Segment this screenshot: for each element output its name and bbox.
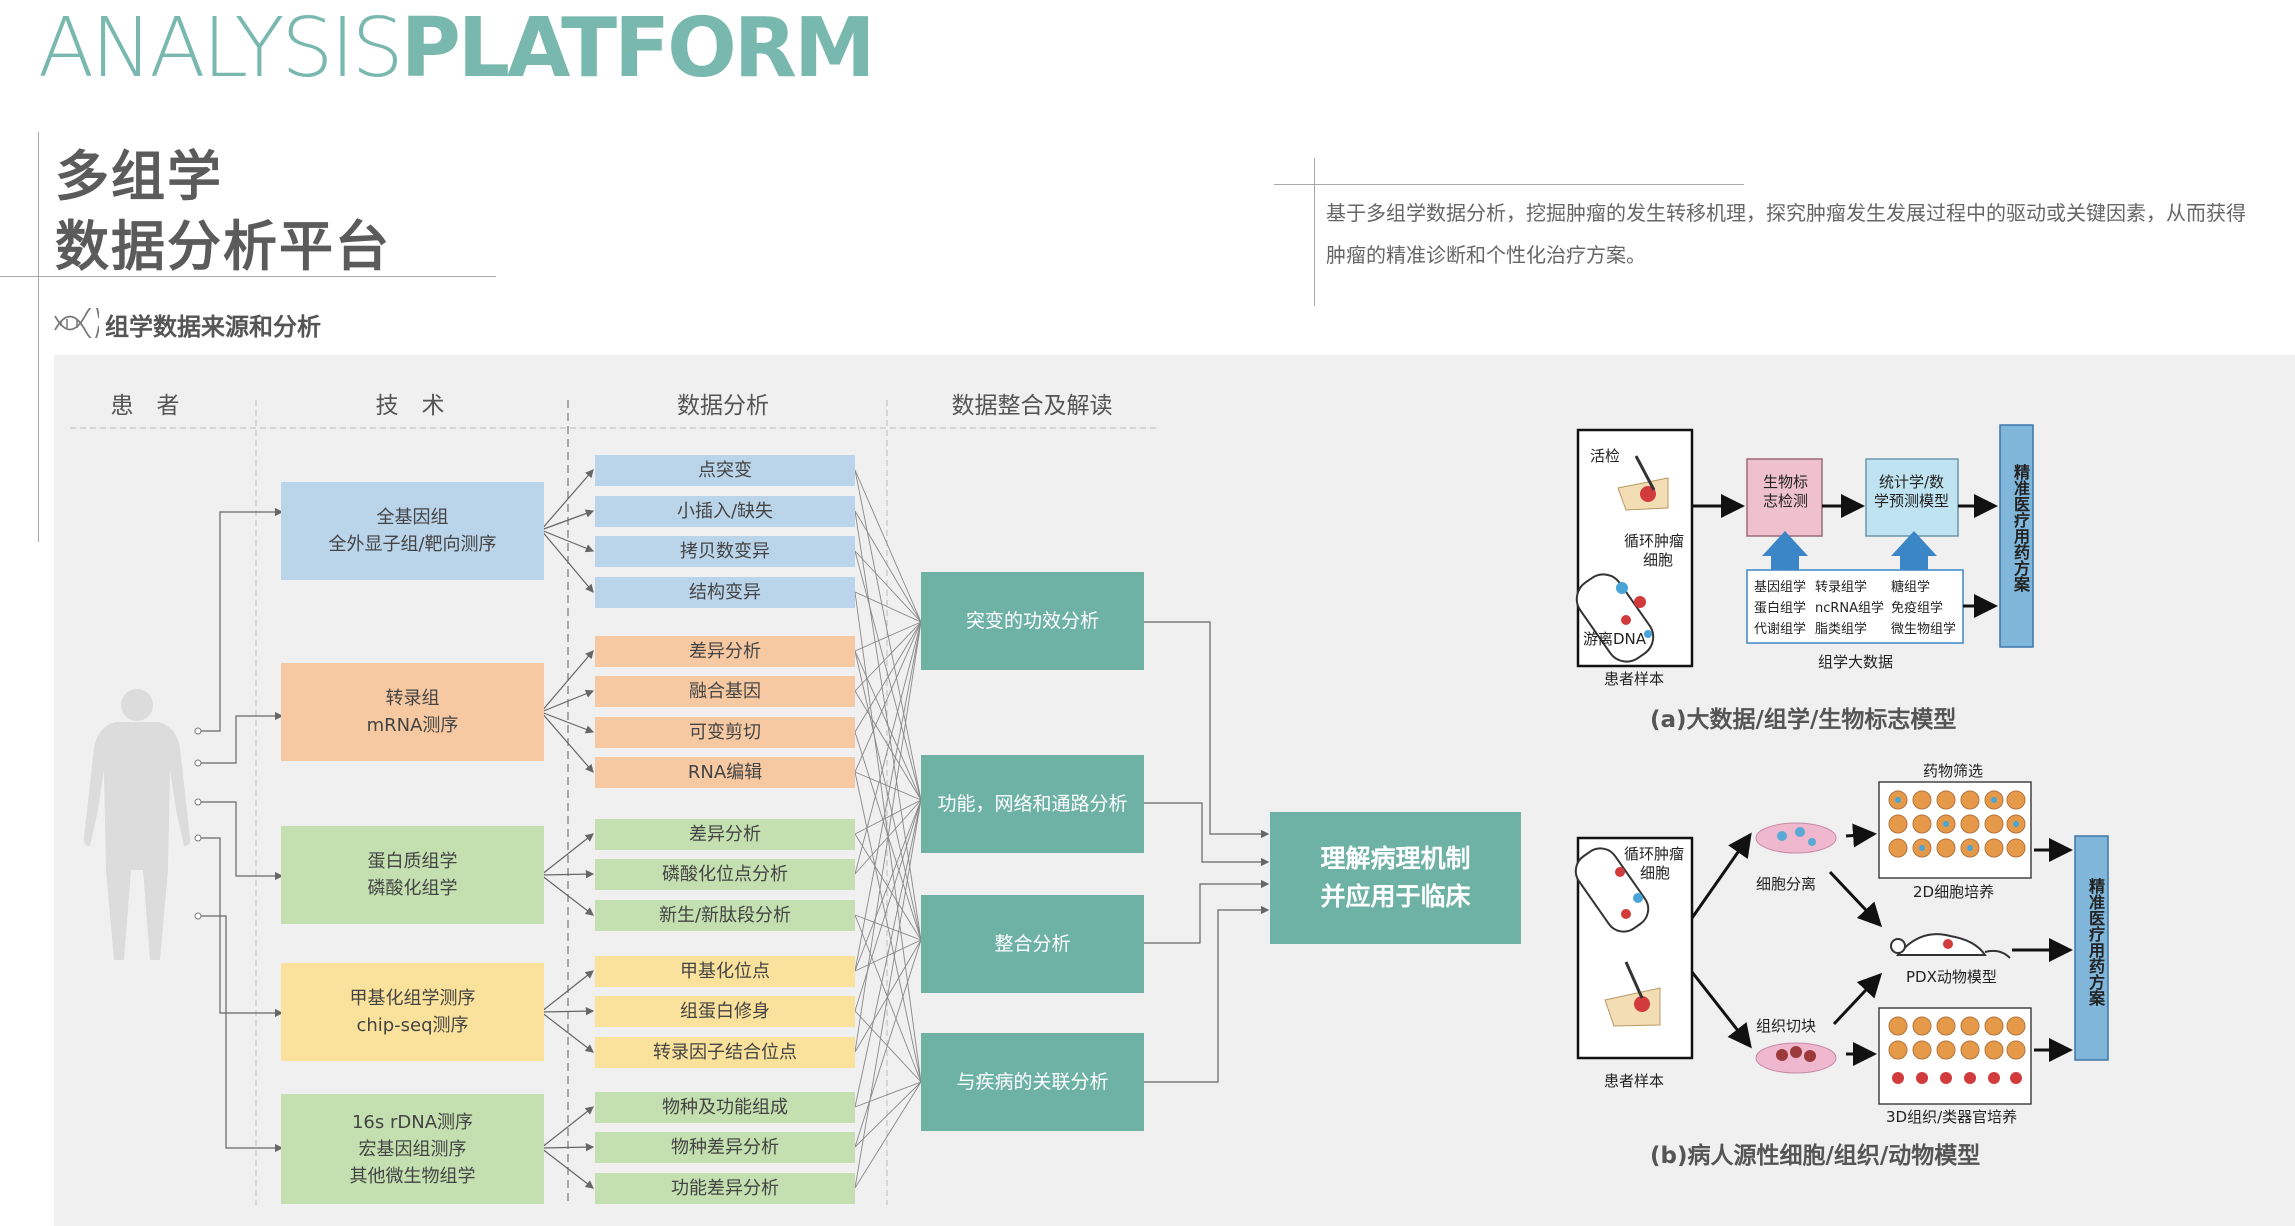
analysis-box: 融合基因 — [595, 676, 855, 707]
tech-box-genome: 全基因组全外显子组/靶向测序 — [281, 482, 544, 580]
omics-cell: 免疫组学 — [1891, 601, 1944, 616]
omics-cell: 脂类组学 — [1815, 622, 1868, 637]
analysis-box: 物种差异分析 — [595, 1132, 855, 1163]
omics-cell: 微生物组学 — [1891, 622, 1957, 637]
label-biopsy: 活检 — [1590, 447, 1621, 465]
analysis-box: 结构变异 — [595, 577, 855, 608]
analysis-box: RNA编辑 — [595, 757, 855, 788]
analysis-box: 拷贝数变异 — [595, 536, 855, 567]
cn-title-line2: 数据分析平台 — [55, 215, 391, 278]
analysis-box: 小插入/缺失 — [595, 496, 855, 527]
omics-cell: 基因组学 — [1754, 580, 1807, 595]
omics-cell: 代谢组学 — [1754, 622, 1807, 637]
caption-b: (b)病人源性细胞/组织/动物模型 — [1650, 1143, 1981, 1169]
section-subtitle: 组学数据来源和分析 — [105, 313, 321, 341]
plate-2d-icon — [1878, 781, 2032, 879]
final-box: 理解病理机制并应用于临床 — [1270, 812, 1521, 944]
tech-transcriptome-line2: mRNA测序 — [366, 715, 459, 736]
analysis-box: 差异分析 — [595, 819, 855, 850]
analysis-box: 可变剪切 — [595, 717, 855, 748]
analysis-box: 差异分析 — [595, 636, 855, 667]
test-tube-icon — [1575, 573, 1655, 663]
biopsy-icon — [1604, 961, 1661, 1027]
label-ctc-line2: 细胞 — [1643, 551, 1674, 569]
tech-proteome-line1: 蛋白质组学 — [367, 851, 458, 872]
col-header-technique: 技 术 — [375, 393, 445, 419]
tech-genome-line1: 全基因组 — [376, 507, 449, 528]
col-header-integration: 数据整合及解读 — [951, 393, 1113, 419]
label-pdx: PDX动物模型 — [1906, 968, 1997, 986]
label-ctdna: 游离DNA — [1583, 630, 1647, 648]
label-patient-sample-a: 患者样本 — [1604, 670, 1665, 688]
integration-box-disease: 与疾病的关联分析 — [921, 1033, 1144, 1131]
page-title-en: ANALYSISPLATFORM — [38, 8, 876, 90]
label-ctc-b-line2: 细胞 — [1640, 864, 1671, 882]
tech-microbiome-line2: 宏基因组测序 — [358, 1138, 467, 1160]
tech-box-proteome: 蛋白质组学磷酸化组学 — [281, 826, 544, 924]
biopsy-icon — [1617, 455, 1669, 511]
title-part2: PLATFORM — [400, 1, 876, 96]
analysis-box: 组蛋白修身 — [595, 996, 855, 1027]
left-divider — [38, 132, 39, 542]
label-omics-big-data: 组学大数据 — [1818, 653, 1894, 671]
label-precision-b: 精准医疗用药方案 — [2086, 878, 2105, 1006]
test-tube-icon — [1574, 847, 1650, 933]
label-3d-culture: 3D组织/类器官培养 — [1886, 1108, 2018, 1126]
omics-cell: ncRNA组学 — [1815, 601, 1885, 616]
tech-methylation-line2: chip-seq测序 — [356, 1015, 469, 1036]
desc-divider-v — [1314, 158, 1315, 306]
label-cell-separation: 细胞分离 — [1756, 875, 1817, 893]
dna-icon — [53, 308, 99, 338]
analysis-box: 点突变 — [595, 455, 855, 486]
label-stat-line1: 统计学/数 — [1879, 473, 1945, 491]
integration-box-network: 功能，网络和通路分析 — [921, 755, 1144, 853]
analysis-box: 功能差异分析 — [595, 1173, 855, 1204]
human-figure-icon — [83, 689, 191, 960]
desc-divider-h — [1274, 184, 1744, 185]
label-ctc-line1: 循环肿瘤 — [1624, 532, 1685, 550]
analysis-box: 新生/新肽段分析 — [595, 900, 855, 931]
integration-box-integrative: 整合分析 — [921, 895, 1144, 993]
label-biomarker-line1: 生物标 — [1763, 473, 1809, 491]
label-patient-sample-b: 患者样本 — [1604, 1072, 1665, 1090]
plate-3d-icon — [1878, 1007, 2032, 1105]
label-biomarker-line2: 志检测 — [1763, 492, 1809, 510]
tech-box-transcriptome: 转录组 mRNA测序 — [281, 663, 544, 761]
omics-cell: 转录组学 — [1815, 580, 1868, 595]
label-drug-screen: 药物筛选 — [1923, 762, 1984, 780]
tech-microbiome-line1: 16s rDNA测序 — [351, 1111, 474, 1133]
cn-title-line1: 多组学 — [55, 145, 223, 208]
tech-methylation-line1: 甲基化组学测序 — [349, 988, 476, 1009]
tech-box-methylation: 甲基化组学测序 chip-seq测序 — [281, 963, 544, 1061]
label-tissue-cut: 组织切块 — [1756, 1017, 1817, 1035]
col-header-patient: 患 者 — [110, 393, 180, 419]
tech-box-microbiome: 16s rDNA测序宏基因组测序其他微生物组学 — [281, 1094, 544, 1204]
analysis-box: 甲基化位点 — [595, 956, 855, 987]
title-underline — [0, 276, 496, 277]
label-precision-a: 精准医疗用药方案 — [2011, 464, 2030, 592]
omics-cell: 蛋白组学 — [1754, 601, 1807, 616]
label-ctc-b-line1: 循环肿瘤 — [1624, 845, 1685, 863]
tech-genome-line2: 全外显子组/靶向测序 — [328, 534, 497, 555]
caption-a: (a)大数据/组学/生物标志模型 — [1650, 707, 1957, 733]
label-stat-line2: 学预测模型 — [1874, 492, 1950, 510]
final-line2: 并应用于临床 — [1320, 882, 1471, 911]
tech-proteome-line2: 磷酸化组学 — [367, 878, 458, 899]
analysis-box: 物种及功能组成 — [595, 1092, 855, 1123]
col-header-analysis: 数据分析 — [677, 393, 769, 419]
omics-cell: 糖组学 — [1891, 580, 1931, 595]
integration-box-mutation: 突变的功效分析 — [921, 572, 1144, 670]
title-part1: ANALYSIS — [38, 1, 404, 96]
description: 基于多组学数据分析，挖掘肿瘤的发生转移机理，探究肿瘤发生发展过程中的驱动或关键因… — [1326, 201, 2246, 267]
tech-transcriptome-line1: 转录组 — [385, 688, 440, 709]
final-line1: 理解病理机制 — [1320, 844, 1471, 873]
mouse-icon — [1890, 933, 2011, 959]
analysis-box: 转录因子结合位点 — [595, 1037, 855, 1068]
tech-microbiome-line3: 其他微生物组学 — [349, 1165, 476, 1187]
label-2d-culture: 2D细胞培养 — [1913, 883, 1995, 901]
analysis-box: 磷酸化位点分析 — [595, 859, 855, 890]
